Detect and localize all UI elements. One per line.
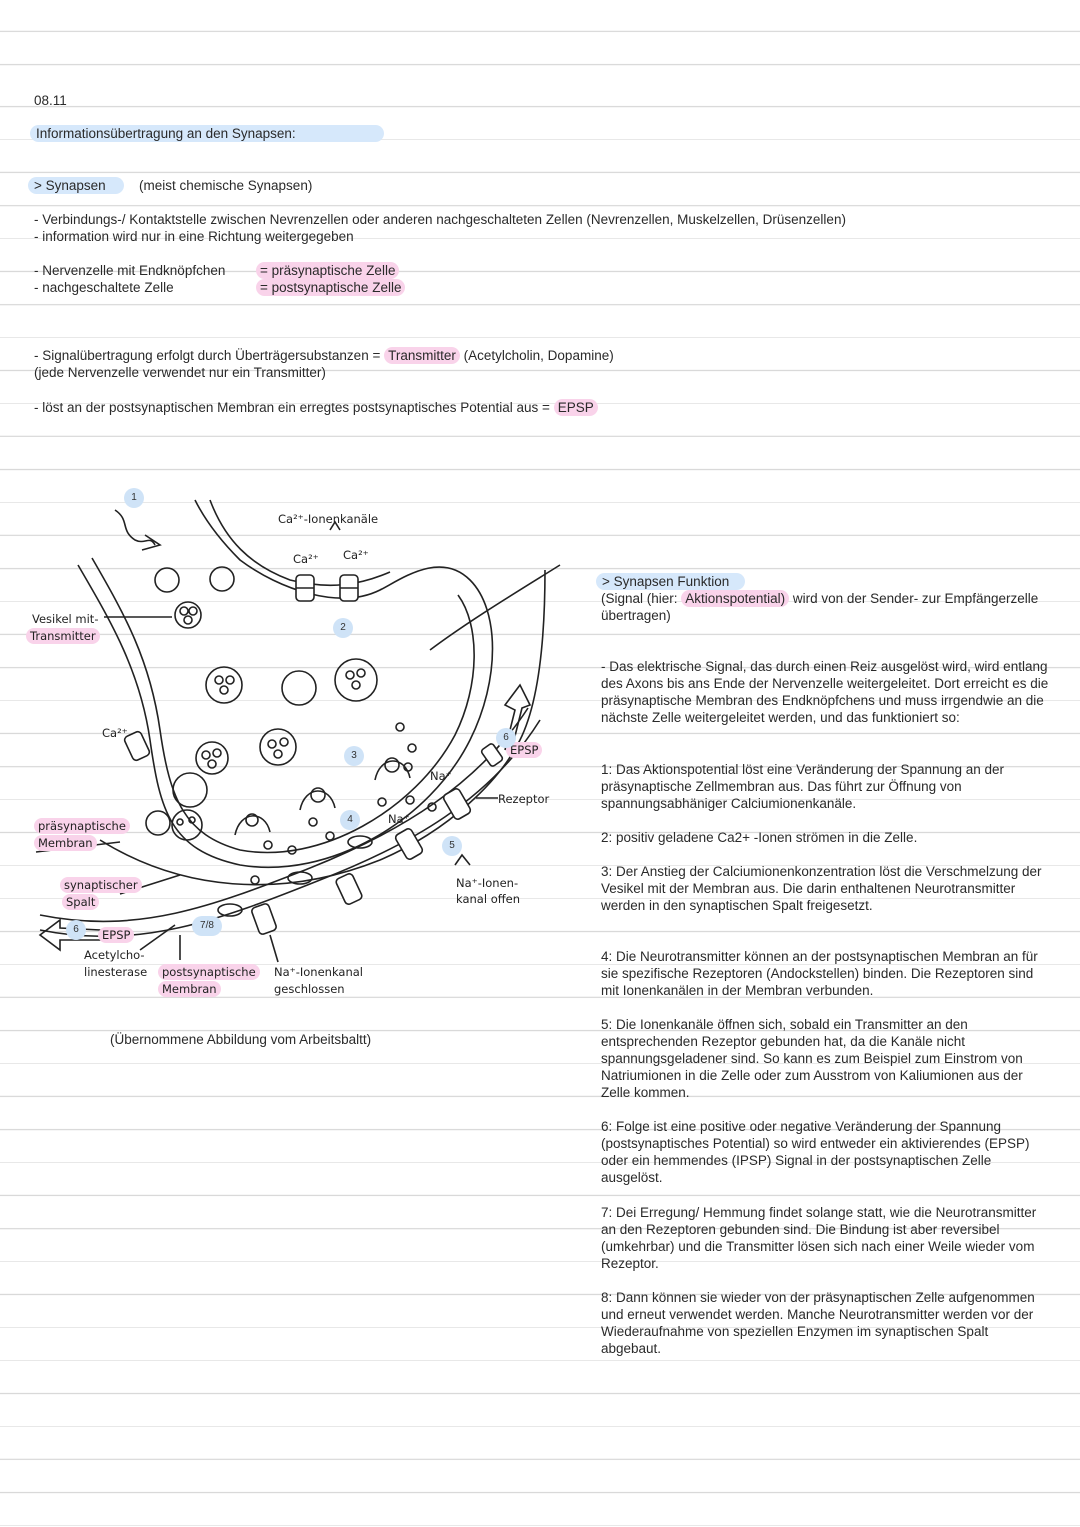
function-step-6: 6: Folge ist eine positive oder negative… <box>601 1119 1030 1185</box>
date: 08.11 <box>34 93 67 108</box>
transmitter-highlight: Transmitter <box>384 347 460 364</box>
definition-2-highlight: = postsynaptische Zelle <box>256 279 406 296</box>
definition-2-right: = postsynaptische Zelle <box>256 279 406 296</box>
function-subtitle: (Signal (hier: Aktionspotential) wird vo… <box>601 590 1051 624</box>
label-ca-1: Ca²⁺ <box>293 552 319 566</box>
label-ca-2: Ca²⁺ <box>343 548 369 562</box>
definition-1-right: = präsynaptische Zelle <box>256 262 400 279</box>
function-heading-text: > Synapsen Funktion <box>596 573 746 590</box>
label-acetyl-2: linesterase <box>84 965 148 979</box>
definition-2-left: - nachgeschaltete Zelle <box>34 280 174 295</box>
synapsen-heading: > Synapsen <box>28 177 124 194</box>
aktionspotential-highlight: Aktionspotential) <box>681 590 790 607</box>
signal-text-a: - Signalübertragung erfolgt durch Übertr… <box>34 348 381 363</box>
epsp-line: - löst an der postsynaptischen Membran e… <box>34 399 598 416</box>
step-marker-6-right: 6 <box>496 728 516 748</box>
function-step-8: 8: Dann können sie wieder von der präsyn… <box>601 1290 1035 1356</box>
label-post-2-text: Membran <box>158 981 221 997</box>
label-vesikel: Vesikel mit- <box>32 612 99 626</box>
step-marker-5: 5 <box>442 836 462 856</box>
label-epsp-left: EPSP <box>98 927 135 943</box>
function-step-7: 7: Dei Erregung/ Hemmung findet solange … <box>601 1205 1037 1271</box>
label-vesikel-2-text: Transmitter <box>26 628 100 644</box>
function-step-1: 1: Das Aktionspotential löst eine Veränd… <box>601 762 1005 811</box>
step-marker-1: 1 <box>124 488 144 508</box>
label-ca-3: Ca²⁺ <box>102 726 128 740</box>
function-subtitle-b: wird von der Sender- zur Empfängerzelle … <box>601 591 1039 623</box>
page-title: Informationsübertragung an den Synapsen: <box>30 125 384 142</box>
label-epsp-right-text: EPSP <box>506 742 543 758</box>
function-step-4: 4: Die Neurotransmitter können an der po… <box>601 949 1038 998</box>
intro-line-1: - Verbindungs-/ Kontaktstelle zwischen N… <box>34 212 846 227</box>
label-rezeptor: Rezeptor <box>498 792 550 806</box>
label-post: postsynaptische <box>158 964 260 980</box>
label-prae-2: Membran <box>34 835 97 851</box>
epsp-text: - löst an der postsynaptischen Membran e… <box>34 400 550 415</box>
label-post-text: postsynaptische <box>158 964 260 980</box>
label-spalt-text: synaptischer <box>60 877 142 893</box>
signal-line: - Signalübertragung erfolgt durch Übertr… <box>34 347 614 364</box>
function-step-5: 5: Die Ionenkanäle öffnen sich, sobald e… <box>601 1017 1023 1100</box>
function-subtitle-a: (Signal (hier: <box>601 591 678 606</box>
label-ca-channels: Ca²⁺-Ionenkanäle <box>278 512 379 526</box>
synapsen-note: (meist chemische Synapsen) <box>139 178 313 193</box>
synapse-diagram <box>35 499 561 963</box>
label-prae: präsynaptische <box>34 818 130 834</box>
signal-text-b: (Acetylcholin, Dopamine) <box>463 348 614 363</box>
label-epsp-left-text: EPSP <box>98 927 135 943</box>
label-spalt-2-text: Spalt <box>62 894 100 910</box>
label-prae-2-text: Membran <box>34 835 97 851</box>
label-na-2: Na⁺ <box>388 812 410 826</box>
function-heading: > Synapsen Funktion <box>596 573 746 590</box>
definition-1-highlight: = präsynaptische Zelle <box>256 262 400 279</box>
label-vesikel-2: Transmitter <box>26 628 100 644</box>
label-acetyl: Acetylcho- <box>84 948 145 962</box>
figure-caption: (Übernommene Abbildung vom Arbeitsbaltt) <box>110 1032 372 1047</box>
page-title-text: Informationsübertragung an den Synapsen: <box>30 125 384 142</box>
label-na-1: Na⁺ <box>430 769 452 783</box>
function-step-3: 3: Der Anstieg der Calciumionenkonzentra… <box>601 864 1042 913</box>
epsp-highlight: EPSP <box>553 399 598 416</box>
label-epsp-right: EPSP <box>506 742 543 758</box>
intro-line-2: - information wird nur in eine Richtung … <box>34 229 354 244</box>
function-step-2: 2: positiv geladene Ca2+ -Ionen strömen … <box>601 830 918 845</box>
step-marker-3: 3 <box>344 746 364 766</box>
label-prae-text: präsynaptische <box>34 818 130 834</box>
synapsen-heading-text: > Synapsen <box>28 177 124 194</box>
label-spalt: synaptischer <box>60 877 142 893</box>
signal-line-2: (jede Nervenzelle verwendet nur ein Tran… <box>34 365 326 380</box>
step-marker-2: 2 <box>333 618 353 638</box>
step-marker-6-left: 6 <box>66 920 86 940</box>
label-na-closed-2: geschlossen <box>274 982 345 996</box>
step-marker-7-8: 7/8 <box>192 916 222 936</box>
step-marker-4: 4 <box>340 810 360 830</box>
label-post-2: Membran <box>158 981 221 997</box>
function-intro: - Das elektrische Signal, das durch eine… <box>601 659 1049 725</box>
definition-1-left: - Nervenzelle mit Endknöpfchen <box>34 263 226 278</box>
label-na-closed: Na⁺-Ionenkanal <box>274 965 363 979</box>
label-na-open: Na⁺-Ionen- <box>456 876 519 890</box>
label-na-open-2: kanal offen <box>456 892 521 906</box>
label-spalt-2: Spalt <box>62 894 100 910</box>
